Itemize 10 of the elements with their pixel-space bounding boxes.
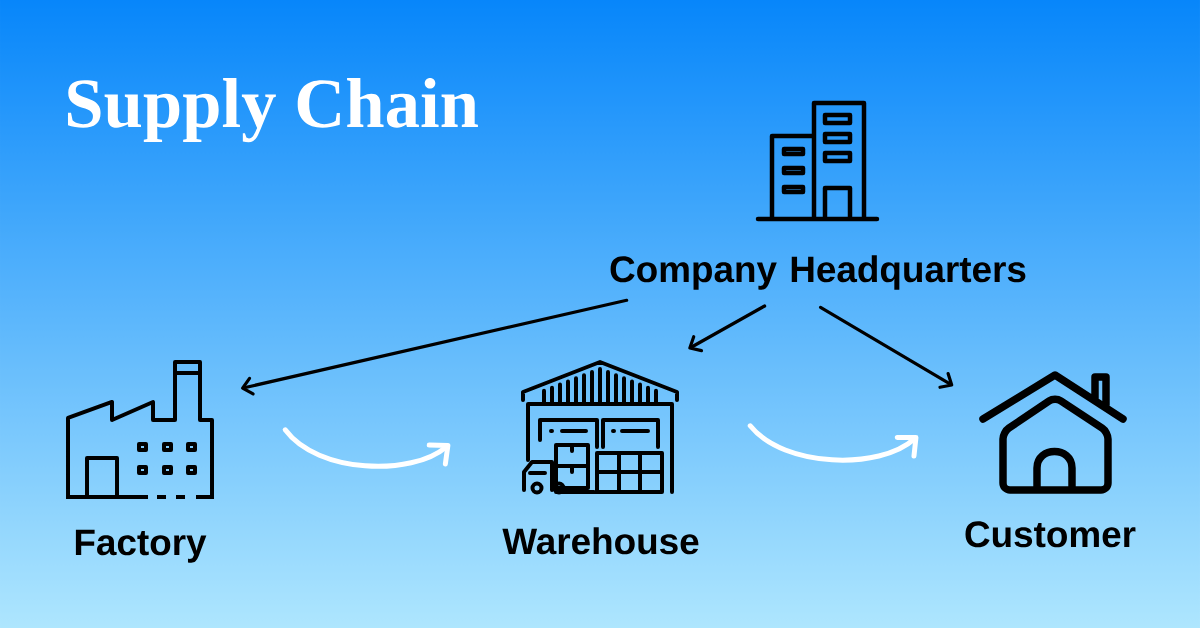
arrow [818,305,954,389]
icon-caption: Customer [965,521,1136,548]
arrow [747,423,919,463]
title: Supply Chain [67,77,478,143]
arrow [282,427,451,469]
arrow [688,304,767,353]
arrow [241,298,629,396]
icon-caption: Warehouse [502,527,699,555]
icon-caption: Company Headquarters [610,255,1026,290]
icon-caption: Factory [75,529,207,563]
